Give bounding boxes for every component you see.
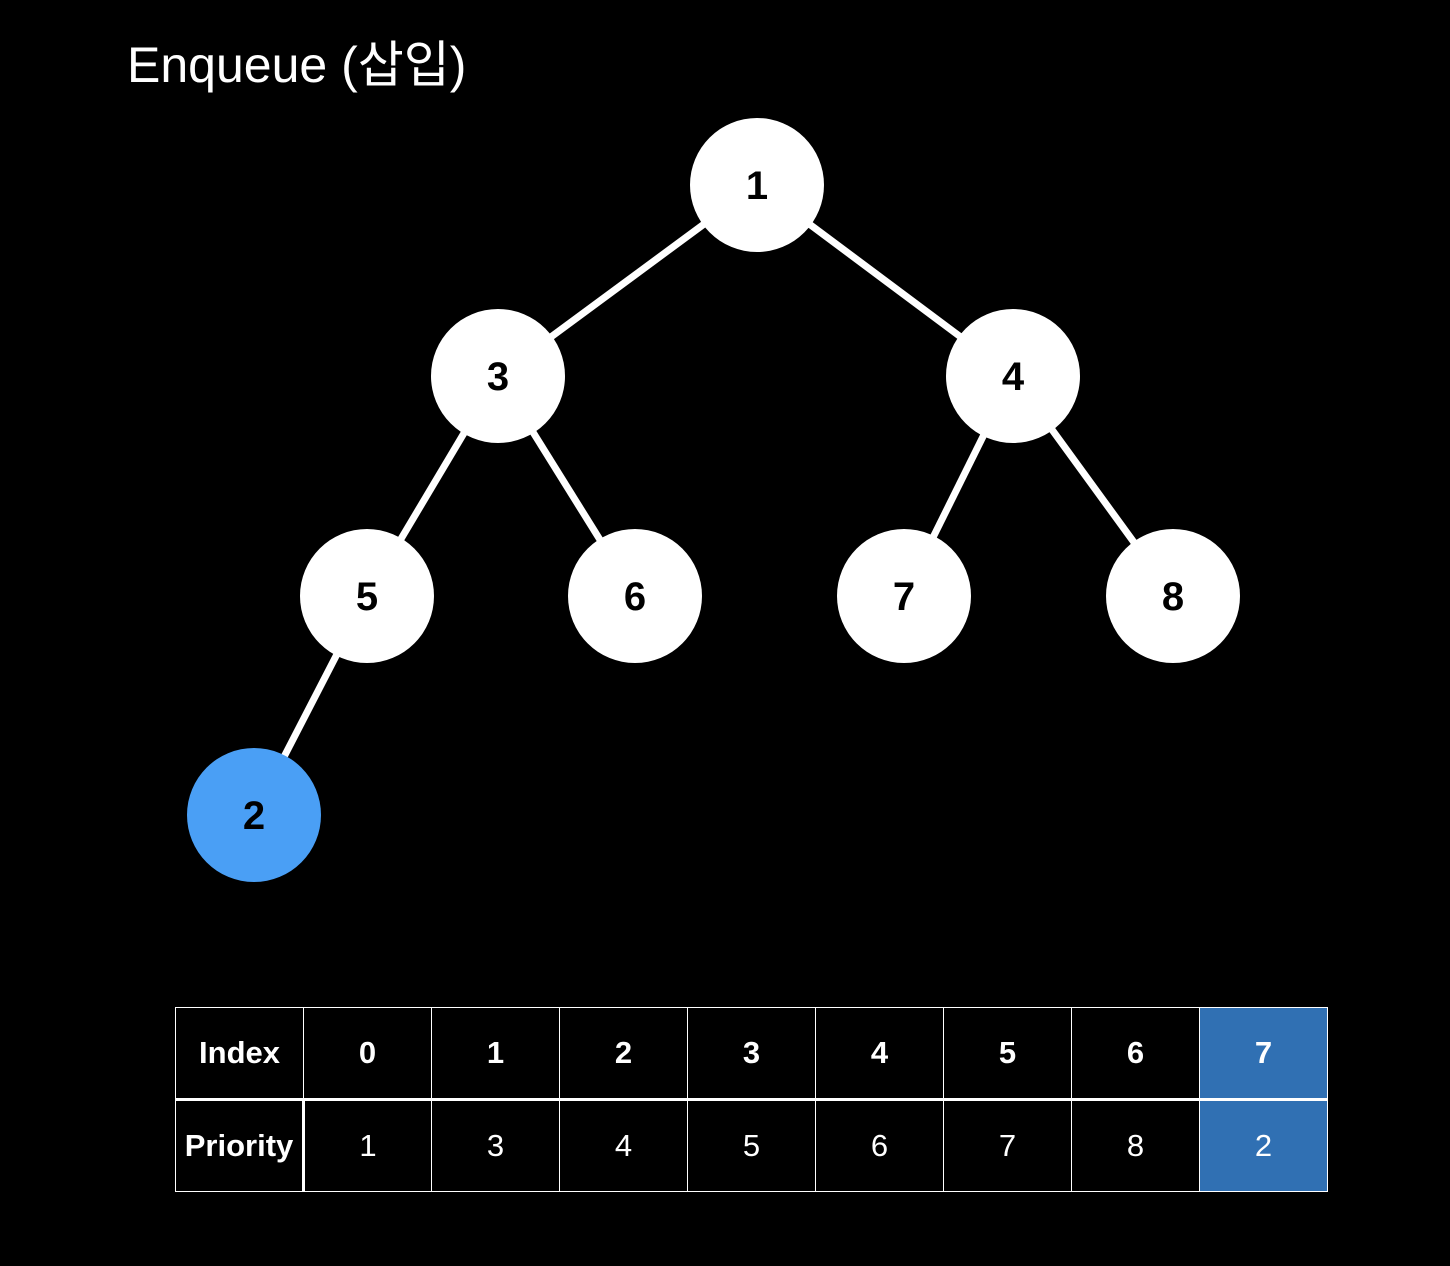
tree-node-circle <box>690 118 824 252</box>
tree-node-circle <box>568 529 702 663</box>
priority-row: Priority 1 3 4 5 6 7 8 2 <box>175 1099 1328 1192</box>
index-cell-7: 7 <box>1199 1007 1328 1101</box>
index-cell-1: 1 <box>431 1007 560 1101</box>
tree-node-inserted: 2 <box>187 748 321 882</box>
tree-edges <box>250 182 1176 817</box>
tree-nodes: 1 3 4 5 6 7 8 2 <box>187 118 1240 882</box>
tree-node: 3 <box>431 309 565 443</box>
tree-node: 7 <box>837 529 971 663</box>
priority-cell-7: 2 <box>1199 1099 1328 1192</box>
priority-cell-4: 6 <box>815 1099 944 1192</box>
tree-node-circle <box>946 309 1080 443</box>
tree-node-label: 5 <box>356 575 378 619</box>
priority-cell-1: 3 <box>431 1099 560 1192</box>
tree-node-label: 1 <box>746 164 768 208</box>
index-cell-6: 6 <box>1071 1007 1200 1101</box>
tree-node-circle <box>837 529 971 663</box>
tree-node-label: 7 <box>893 575 915 619</box>
priority-cell-5: 7 <box>943 1099 1072 1192</box>
index-row: Index 0 1 2 3 4 5 6 7 <box>175 1007 1328 1101</box>
tree-node-label: 2 <box>243 794 265 838</box>
heap-array-table: Index 0 1 2 3 4 5 6 7 Priority 1 3 4 5 6… <box>175 1007 1328 1192</box>
index-header: Index <box>175 1007 304 1101</box>
tree-node: 1 <box>690 118 824 252</box>
tree-node-label: 6 <box>624 575 646 619</box>
tree-node: 8 <box>1106 529 1240 663</box>
tree-node: 5 <box>300 529 434 663</box>
index-cell-2: 2 <box>559 1007 688 1101</box>
priority-cell-3: 5 <box>687 1099 816 1192</box>
page-title: Enqueue (삽입) <box>127 37 467 93</box>
priority-cell-2: 4 <box>559 1099 688 1192</box>
tree-node-circle <box>1106 529 1240 663</box>
tree-node: 6 <box>568 529 702 663</box>
priority-header: Priority <box>175 1099 305 1192</box>
tree-node-circle <box>431 309 565 443</box>
tree-node-label: 4 <box>1002 355 1025 399</box>
index-cell-4: 4 <box>815 1007 944 1101</box>
index-cell-3: 3 <box>687 1007 816 1101</box>
priority-cell-0: 1 <box>303 1099 432 1192</box>
index-cell-0: 0 <box>303 1007 432 1101</box>
priority-cell-6: 8 <box>1071 1099 1200 1192</box>
tree-node-circle <box>187 748 321 882</box>
tree-node-label: 3 <box>487 355 509 399</box>
index-cell-5: 5 <box>943 1007 1072 1101</box>
tree-node-circle <box>300 529 434 663</box>
heap-tree-diagram: 1 3 4 5 6 7 8 2 <box>187 118 1240 882</box>
tree-node-label: 8 <box>1162 575 1184 619</box>
tree-node: 4 <box>946 309 1080 443</box>
